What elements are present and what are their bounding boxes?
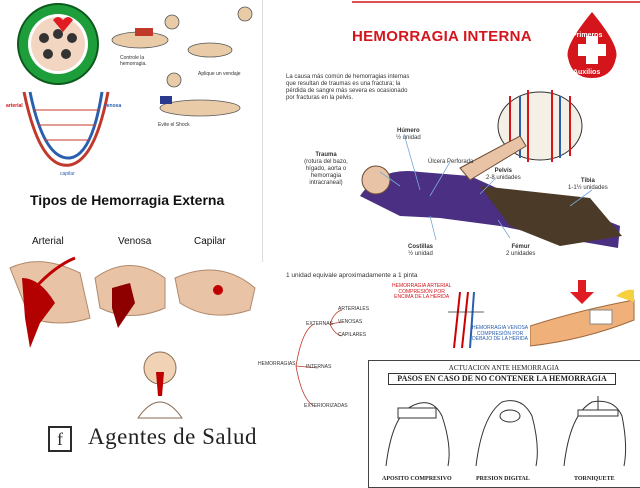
step-control-label: Controle la hemorragia. bbox=[120, 55, 147, 67]
badge-line2: Auxilios bbox=[573, 69, 601, 76]
caption-aposito: APOSITO COMPRESIVO bbox=[382, 476, 452, 482]
label-pelvis: Pelvis 2-8 unidades bbox=[486, 168, 521, 181]
badge-line1: Primeros bbox=[572, 32, 603, 39]
body-illustration bbox=[360, 90, 622, 248]
logo-seal bbox=[17, 3, 99, 85]
label-ulcera: Úlcera Perforada bbox=[428, 159, 474, 165]
top-accent-line bbox=[352, 1, 640, 3]
tree-exteriorizadas: EXTERIORIZADAS bbox=[304, 403, 348, 409]
arm-pressure-illustration bbox=[530, 280, 635, 347]
label-costillas: Costillas ½ unidad bbox=[408, 244, 434, 257]
classification-tree-lines bbox=[295, 309, 343, 407]
tree-arteriales: ARTERIALES bbox=[338, 306, 370, 312]
caption-torniquete: TORNIQUETE bbox=[574, 476, 615, 482]
vessel-venosa-label: venosa bbox=[104, 103, 122, 109]
vessel-capilar-label: capilar bbox=[60, 171, 75, 177]
facebook-icon[interactable]: f bbox=[48, 426, 72, 452]
type-venosa-label: Venosa bbox=[118, 236, 152, 247]
label-femur: Fémur 2 unidades bbox=[506, 244, 536, 257]
label-humero: Húmero ½ unidad bbox=[396, 128, 421, 141]
internal-panel bbox=[262, 0, 640, 262]
internal-intro: La causa más común de hemorragias intern… bbox=[286, 74, 410, 101]
top-left-panel: Controle la hemorragia. Aplique un venda… bbox=[0, 0, 262, 182]
venosa-wound bbox=[94, 265, 166, 328]
compression-venosa-note: HEMORRAGIA VENOSA COMPRESIÓN POR DEBAJO … bbox=[472, 325, 529, 342]
compression-arm-diagram bbox=[448, 292, 484, 349]
vessel-arterial-label: arterial bbox=[6, 103, 23, 109]
label-tibia: Tibia 1-1½ unidades bbox=[568, 178, 608, 191]
compression-arterial-note: HEMORRAGIA ARTERIAL COMPRESIÓN POR ENCIM… bbox=[392, 283, 452, 300]
capilar-wound bbox=[174, 269, 256, 316]
external-wounds-illustration bbox=[9, 256, 256, 348]
tree-externas: EXTERNAS bbox=[306, 321, 333, 327]
internal-title: HEMORRAGIA INTERNA bbox=[352, 28, 532, 45]
brand-name: Agentes de Salud bbox=[88, 424, 257, 449]
vessel-diagram bbox=[22, 91, 110, 167]
first-aid-illustration bbox=[17, 3, 253, 167]
external-title: Tipos de Hemorragia Externa bbox=[30, 192, 225, 208]
step-shock-label: Evite el Shock bbox=[158, 122, 190, 128]
nosebleed-illustration bbox=[137, 351, 183, 419]
type-capilar-label: Capilar bbox=[194, 236, 226, 247]
caption-presion: PRESION DIGITAL bbox=[476, 476, 530, 482]
actuacion-title: ACTUACION ANTE HEMORRAGIA bbox=[448, 364, 560, 372]
type-arterial-label: Arterial bbox=[32, 236, 64, 247]
tree-capilares: CAPILARES bbox=[338, 332, 367, 338]
label-trauma: Trauma (rotura del bazo, hígado, aorta o… bbox=[304, 152, 348, 186]
actuacion-steps-illustration bbox=[385, 396, 627, 467]
actuacion-subtitle: PASOS EN CASO DE NO CONTENER LA HEMORRAG… bbox=[388, 373, 616, 385]
tree-venosas: VENOSAS bbox=[338, 319, 363, 325]
tree-root: HEMORRAGIAS bbox=[258, 361, 296, 367]
step-bandage-label: Aplique un vendaje bbox=[198, 71, 241, 77]
tree-internas: INTERNAS bbox=[306, 364, 332, 370]
actuacion-panel bbox=[368, 360, 640, 488]
lying-person bbox=[360, 135, 622, 248]
first-aid-badge bbox=[556, 10, 628, 82]
arterial-wound bbox=[9, 256, 91, 348]
blood-drop-icon bbox=[567, 12, 617, 78]
unit-note: 1 unidad equivale aproximadamente a 1 pi… bbox=[286, 272, 418, 279]
